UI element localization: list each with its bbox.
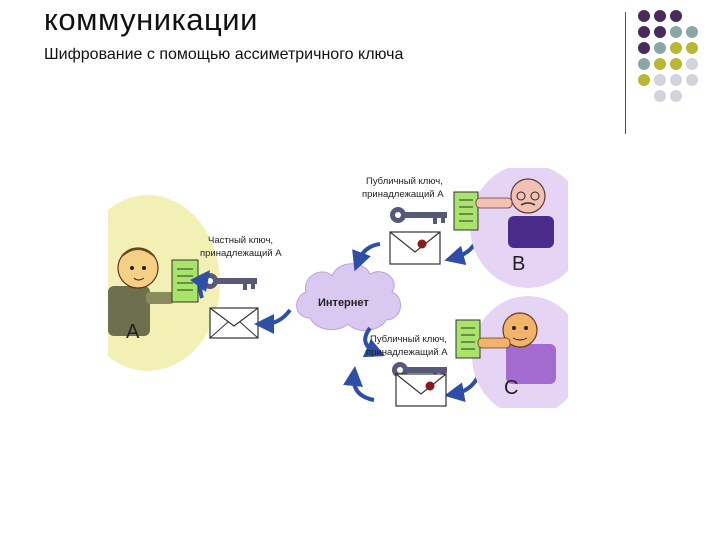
person-c-head — [502, 312, 538, 348]
internet-cloud: Интернет — [296, 263, 401, 331]
envelope-a-icon — [209, 307, 259, 339]
decorative-dot — [670, 26, 682, 38]
person-b-document-icon — [453, 191, 479, 231]
public-key-b-label-line1: Публичный ключ, — [366, 176, 443, 187]
decorative-dot — [670, 90, 682, 102]
decorative-dot — [686, 26, 698, 38]
arrow-cloud-to-key-c — [362, 326, 386, 358]
decorative-dot — [654, 58, 666, 70]
decorative-dot — [686, 42, 698, 54]
decorative-dot — [654, 10, 666, 22]
arrow-envelope-b-to-cloud — [352, 242, 381, 272]
decorative-dot — [638, 26, 650, 38]
private-key-label-line2: принадлежащий А — [200, 248, 282, 259]
person-b-body — [508, 216, 554, 248]
decorative-dot — [670, 42, 682, 54]
person-a: A — [108, 195, 220, 371]
decorative-dot — [638, 42, 650, 54]
person-b-letter: B — [512, 253, 525, 275]
internet-label: Интернет — [318, 297, 369, 309]
decorative-dot-grid — [638, 10, 718, 120]
public-key-b-label-line2: принадлежащий А — [362, 189, 444, 200]
decorative-dot — [686, 58, 698, 70]
divider-line — [625, 12, 626, 134]
person-a-arm — [146, 292, 174, 304]
person-c-body — [506, 344, 556, 384]
envelope-b-icon — [389, 231, 441, 265]
public-key-c-label-line2: принадлежащий А — [366, 347, 448, 358]
person-a-body — [108, 286, 150, 336]
decorative-dot — [686, 74, 698, 86]
decorative-dot — [654, 26, 666, 38]
decorative-dot — [654, 90, 666, 102]
decorative-dot — [670, 10, 682, 22]
decorative-dot — [638, 58, 650, 70]
slide-subtitle: Шифрование с помощью ассиметричного ключ… — [44, 46, 404, 63]
private-key-label-line1: Частный ключ, — [208, 235, 273, 246]
public-key-b-icon — [390, 207, 447, 224]
seal-b-icon — [417, 239, 427, 249]
decorative-dot — [654, 74, 666, 86]
person-a-document-icon — [171, 259, 199, 303]
envelope-c-icon — [395, 373, 447, 407]
asymmetric-encryption-diagram: A Частный ключ, принадлежащий А Интернет — [108, 168, 568, 408]
slide-title: коммуникации — [44, 2, 258, 37]
person-a-letter: A — [126, 321, 140, 343]
person-c: C — [455, 296, 568, 408]
public-key-c-label-line1: Публичный ключ, — [370, 334, 447, 345]
decorative-dot — [638, 10, 650, 22]
decorative-dot — [638, 74, 650, 86]
seal-c-icon — [425, 381, 435, 391]
decorative-dot — [654, 42, 666, 54]
person-b: B — [453, 168, 568, 288]
person-c-document-icon — [455, 319, 481, 359]
arrow-cloud-to-envelope-a — [254, 308, 292, 334]
person-c-letter: C — [504, 377, 518, 399]
decorative-dot — [670, 74, 682, 86]
decorative-dot — [670, 58, 682, 70]
arrow-envelope-c-to-key-c — [343, 366, 375, 402]
person-b-head — [510, 178, 546, 214]
private-key-icon — [202, 273, 257, 290]
arrow-envelope-to-key-a — [190, 269, 210, 299]
